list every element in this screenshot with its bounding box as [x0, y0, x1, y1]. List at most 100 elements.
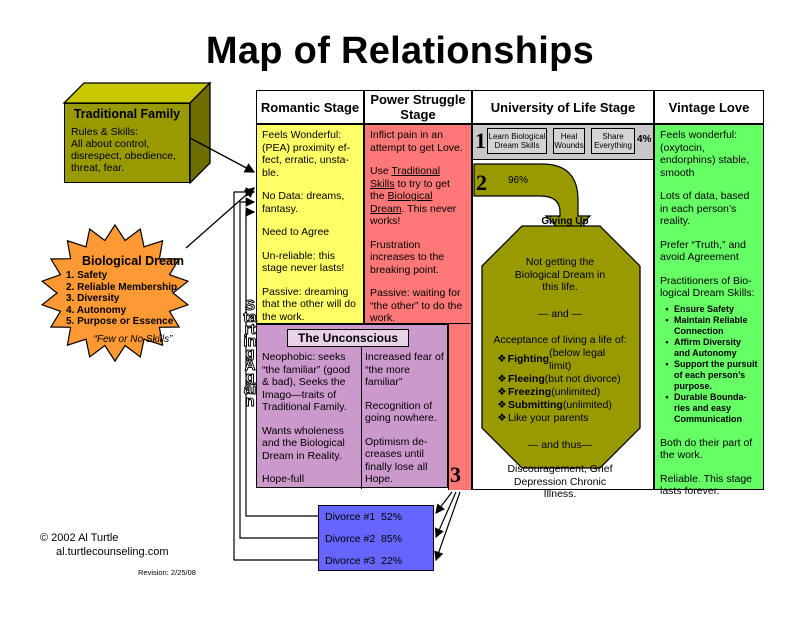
divorce-label: Divorce #3	[325, 555, 376, 567]
divorce-label: Divorce #2	[325, 533, 376, 545]
divorce-label: Divorce #1	[325, 511, 376, 523]
step-2-number: 2	[476, 170, 487, 195]
divorce-percent: 85%	[381, 533, 403, 545]
unconscious-text: Optimism de-creases until finally lose a…	[365, 435, 428, 486]
life-item: ❖Freezing (unlimited)	[496, 386, 628, 399]
acceptance-text: Acceptance of living a life of:	[493, 334, 627, 346]
vintage-skill: •Ensure Safety	[665, 303, 735, 314]
divorce-row: Divorce #1 52%	[319, 506, 433, 528]
life-item-bold: Fighting	[507, 353, 550, 365]
vintage-skill-label: Support the pursuit of each person’s pur…	[674, 358, 758, 391]
life-item-bold: Fleeing	[508, 372, 545, 385]
website-link[interactable]: al.turtlecounseling.com	[56, 546, 169, 558]
step-learn-skills: Learn Biological Dream Skills	[487, 128, 547, 154]
power-text-part: Use	[370, 165, 389, 177]
step-3-number: 3	[450, 462, 461, 487]
vintage-skill-label: Maintain Reliable Connection	[674, 314, 748, 336]
life-item-rest: (but not divorce)	[544, 372, 621, 385]
unconscious-text: Hope-full	[262, 473, 305, 485]
vintage-skill: •Support the pursuit of each person’s pu…	[665, 358, 758, 391]
power-struggle-column: Inflict pain in an attempt to get Love. …	[364, 124, 472, 324]
octagon-content: Not getting the Biological Dream in this…	[492, 256, 628, 501]
divorce-percent: 52%	[381, 511, 403, 523]
unconscious-title: The Unconscious	[287, 329, 409, 347]
life-list: ❖Fighting (below legal limit) ❖Fleeing (…	[492, 347, 628, 425]
bullet-icon: ❖	[497, 398, 507, 411]
unconscious-box: The Unconscious Neophobic: seeks “the fa…	[256, 324, 448, 489]
step-share-everything: Share Everything	[591, 128, 635, 154]
biological-dream-item: 4. Autonomy	[66, 304, 127, 316]
power-text: Inflict pain in an attempt to get Love.	[370, 129, 463, 154]
vintage-text: Feels wonderful: (oxytocin, endorphins) …	[660, 129, 750, 179]
header-romantic-stage: Romantic Stage	[256, 90, 364, 124]
life-item-bold: Freezing	[508, 385, 552, 398]
step-heal-wounds: Heal Wounds	[553, 128, 585, 154]
header-university-of-life-stage: University of Life Stage	[472, 90, 654, 124]
biological-dream-item: 3. Diversity	[66, 293, 120, 304]
biological-dream-link: Biological Dream	[370, 190, 433, 215]
divorce-percent: 22%	[381, 555, 403, 567]
biological-dream-list: 1. Safety 2. Reliable Membership 3. Dive…	[58, 270, 208, 328]
life-item-bold: Submitting	[508, 398, 563, 411]
outcome-text: Discouragement, Grief Depression Chronic…	[507, 463, 613, 500]
vintage-text: Prefer “Truth,” and avoid Agreement	[660, 238, 746, 264]
step-2-percent: 96%	[508, 175, 529, 186]
divorce-row: Divorce #2 85%	[319, 528, 433, 550]
biological-dream-title: Biological Dream	[81, 254, 185, 268]
vintage-skill-label: Durable Bounda-ries and easy Communicati…	[674, 391, 747, 424]
vintage-skill: •Maintain Reliable Connection	[660, 315, 758, 337]
divorce-row: Divorce #3 22%	[319, 550, 433, 572]
romantic-text: No Data: dreams, fantasy.	[262, 190, 345, 215]
starting-again-label: Starting Again	[243, 297, 257, 410]
biological-dream-item: 1. Safety	[66, 270, 108, 281]
vintage-skill-label: Ensure Safety	[674, 303, 735, 314]
unconscious-right: Increased fear of “the more familiar” Re…	[365, 351, 447, 497]
vintage-love-column: Feels wonderful: (oxytocin, endorphins) …	[654, 124, 764, 497]
romantic-text: Un-reliable: this stage never lasts!	[262, 249, 345, 275]
revision: Revision: 2/25/08	[138, 568, 196, 577]
vintage-text: Practitioners of Bio-logical Dream Skill…	[660, 274, 755, 300]
biological-dream-item: 5. Purpose or Essence	[66, 316, 174, 327]
power-text-part: . This never works!	[370, 202, 457, 228]
power-struggle-tail	[448, 324, 472, 490]
vintage-text: Both do their part of the work.	[660, 436, 753, 462]
power-text-part: to try to get the	[370, 177, 450, 203]
unconscious-text: Recognition of going nowhere.	[365, 399, 437, 425]
life-item-rest: (unlimited)	[551, 385, 601, 398]
vintage-text: Lots of data, based in each person’s rea…	[660, 190, 750, 227]
biological-dream-item: 2. Reliable Membership	[66, 281, 178, 293]
giving-up-label: Giving Up	[541, 216, 589, 227]
life-item: ❖Submitting (unlimited)	[496, 399, 628, 412]
life-item-rest: Like your parents	[508, 411, 589, 424]
header-vintage-love: Vintage Love	[654, 90, 764, 124]
copyright: © 2002 Al Turtle	[40, 532, 119, 544]
and-separator: — and —	[537, 307, 583, 320]
page-title: Map of Relationships	[205, 30, 595, 72]
biological-dream-note: “Few or No Skills”	[93, 333, 173, 345]
life-item: ❖Fighting (below legal limit)	[496, 347, 628, 373]
not-getting-text: Not getting the Biological Dream in this…	[514, 256, 606, 293]
vintage-skills-list: •Ensure Safety •Maintain Reliable Connec…	[660, 304, 758, 425]
life-item: ❖Like your parents	[496, 412, 628, 425]
power-text: Use Traditional Skills to try to get the…	[370, 165, 466, 228]
life-item-rest: (unlimited)	[562, 398, 612, 411]
traditional-family-title: Traditional Family	[73, 107, 181, 121]
unconscious-text: Wants wholeness and the Biological Dream…	[262, 424, 345, 462]
and-thus-separator: — and thus—	[527, 438, 593, 451]
step-1-number: 1	[475, 128, 486, 153]
biological-dream-starburst	[40, 223, 190, 363]
vintage-skill: •Durable Bounda-ries and easy Communicat…	[660, 392, 758, 425]
romantic-text: Feels Wonderful: (PEA) proximity ef-fect…	[262, 129, 351, 179]
divorce-box: Divorce #1 52% Divorce #2 85% Divorce #3…	[318, 505, 434, 571]
traditional-family-rules-label: Rules & Skills:	[71, 126, 139, 138]
power-text: Frustration increases to the breaking po…	[370, 238, 445, 276]
traditional-family-rules-text: All about control, disrespect, obedience…	[71, 138, 177, 174]
unconscious-text: Neophobic: seeks “the familiar” (good & …	[262, 351, 351, 413]
vintage-text: Reliable. This stage lasts forever.	[660, 472, 753, 498]
bullet-icon: ❖	[497, 411, 507, 424]
unconscious-text: Increased fear of “the more familiar”	[365, 351, 444, 388]
bullet-icon: ❖	[497, 353, 507, 365]
biological-dream-content: Biological Dream 1. Safety 2. Reliable M…	[58, 254, 208, 345]
power-text: Passive: waiting for “the other” to do t…	[370, 287, 463, 324]
